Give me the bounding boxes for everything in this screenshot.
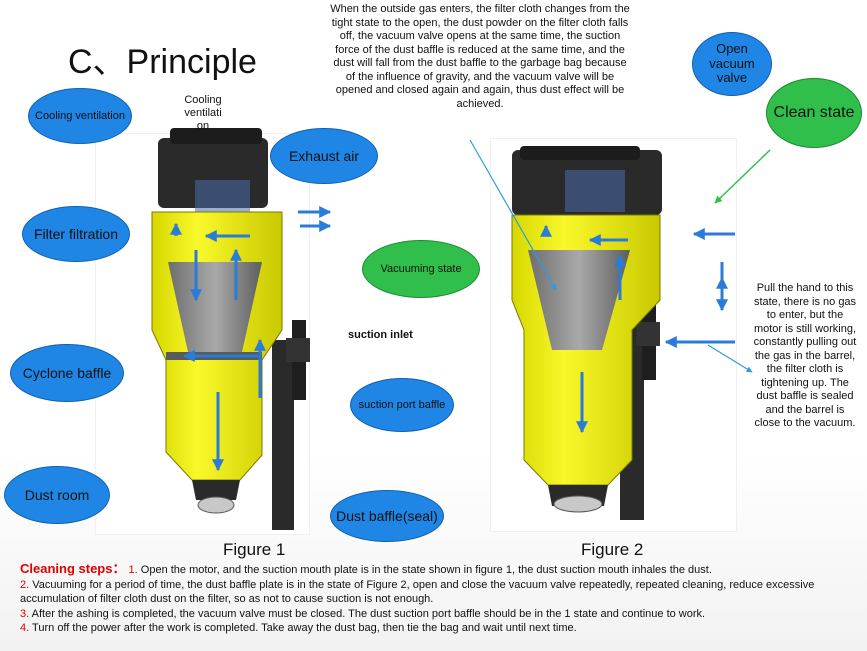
fig1-filter-cone <box>168 262 262 352</box>
fig2-filter-cone <box>528 250 630 350</box>
page-title: C、Principle <box>68 43 257 81</box>
callout-suction-inlet: suction inlet <box>348 329 413 341</box>
cleaning-step-4: 4. Turn off the power after the work is … <box>20 621 860 636</box>
clean-state-pointer <box>714 149 771 204</box>
figure1-machine <box>151 128 332 530</box>
fig2-motor-window <box>565 170 625 212</box>
fig2-flow-arrows <box>540 224 735 434</box>
fig2-motor-cap <box>520 146 640 160</box>
fig1-flow-arrows <box>170 206 332 472</box>
callout-dust-baffle-seal: Dust baffle(seal) <box>330 490 444 542</box>
step-text: Turn off the power after the work is com… <box>32 622 577 634</box>
step-number: 4. <box>20 622 30 634</box>
callout-cooling-ventilation: Cooling ventilation <box>28 88 132 144</box>
fig1-suction-inlet-pipe <box>286 338 310 362</box>
figure1-label: Figure 1 <box>223 540 286 559</box>
step-number: 3. <box>20 607 30 620</box>
fig2-dust-baffle <box>553 495 603 513</box>
callout-dust-room: Dust room <box>4 466 110 524</box>
fig1-stand <box>272 340 294 530</box>
callout-suction-port-baffle: suction port baffle <box>350 378 454 432</box>
callout-cyclone-baffle: Cyclone baffle <box>10 344 124 402</box>
step-text: Open the motor, and the suction mouth pl… <box>140 564 712 576</box>
figure2-note: Pull the hand to this state, there is no… <box>753 282 857 429</box>
cleaning-steps: Cleaning steps： 1. Open the motor, and t… <box>20 561 860 636</box>
callout-open-vacuum-valve: Open vacuum valve <box>692 32 772 96</box>
fig1-dust-outlet <box>192 480 240 500</box>
figure2-machine <box>511 146 735 520</box>
step-text: Vacuuming for a period of time, the dust… <box>20 578 815 606</box>
cleaning-step-3: 3. After the ashing is completed, the va… <box>20 607 860 622</box>
step-number: 2. <box>20 578 30 591</box>
callout-filter-filtration: Filter filtration <box>22 206 130 262</box>
fig1-dust-baffle <box>197 496 235 514</box>
figure2-label: Figure 2 <box>581 540 644 559</box>
cleaning-step-1: Cleaning steps： 1. Open the motor, and t… <box>20 561 860 578</box>
callout-clean-state: Clean state <box>766 78 862 148</box>
principle-description: When the outside gas enters, the filter … <box>330 3 630 110</box>
fig2-suction-inlet-pipe <box>636 322 660 346</box>
cleaning-heading: Cleaning steps： <box>20 561 126 576</box>
step-text: After the ashing is completed, the vacuu… <box>31 607 706 620</box>
callout-vacuuming-state: Vacuuming state <box>362 240 480 298</box>
fig1-motor-cap <box>170 128 262 144</box>
cleaning-step-2: 2. Vacuuming for a period of time, the d… <box>20 578 860 607</box>
step-number: 1. <box>128 564 138 576</box>
pointer-lines <box>469 139 753 373</box>
callout-cooling-ventilation-2: Cooling ventilati on <box>184 94 222 132</box>
callout-exhaust-air: Exhaust air <box>270 128 378 184</box>
